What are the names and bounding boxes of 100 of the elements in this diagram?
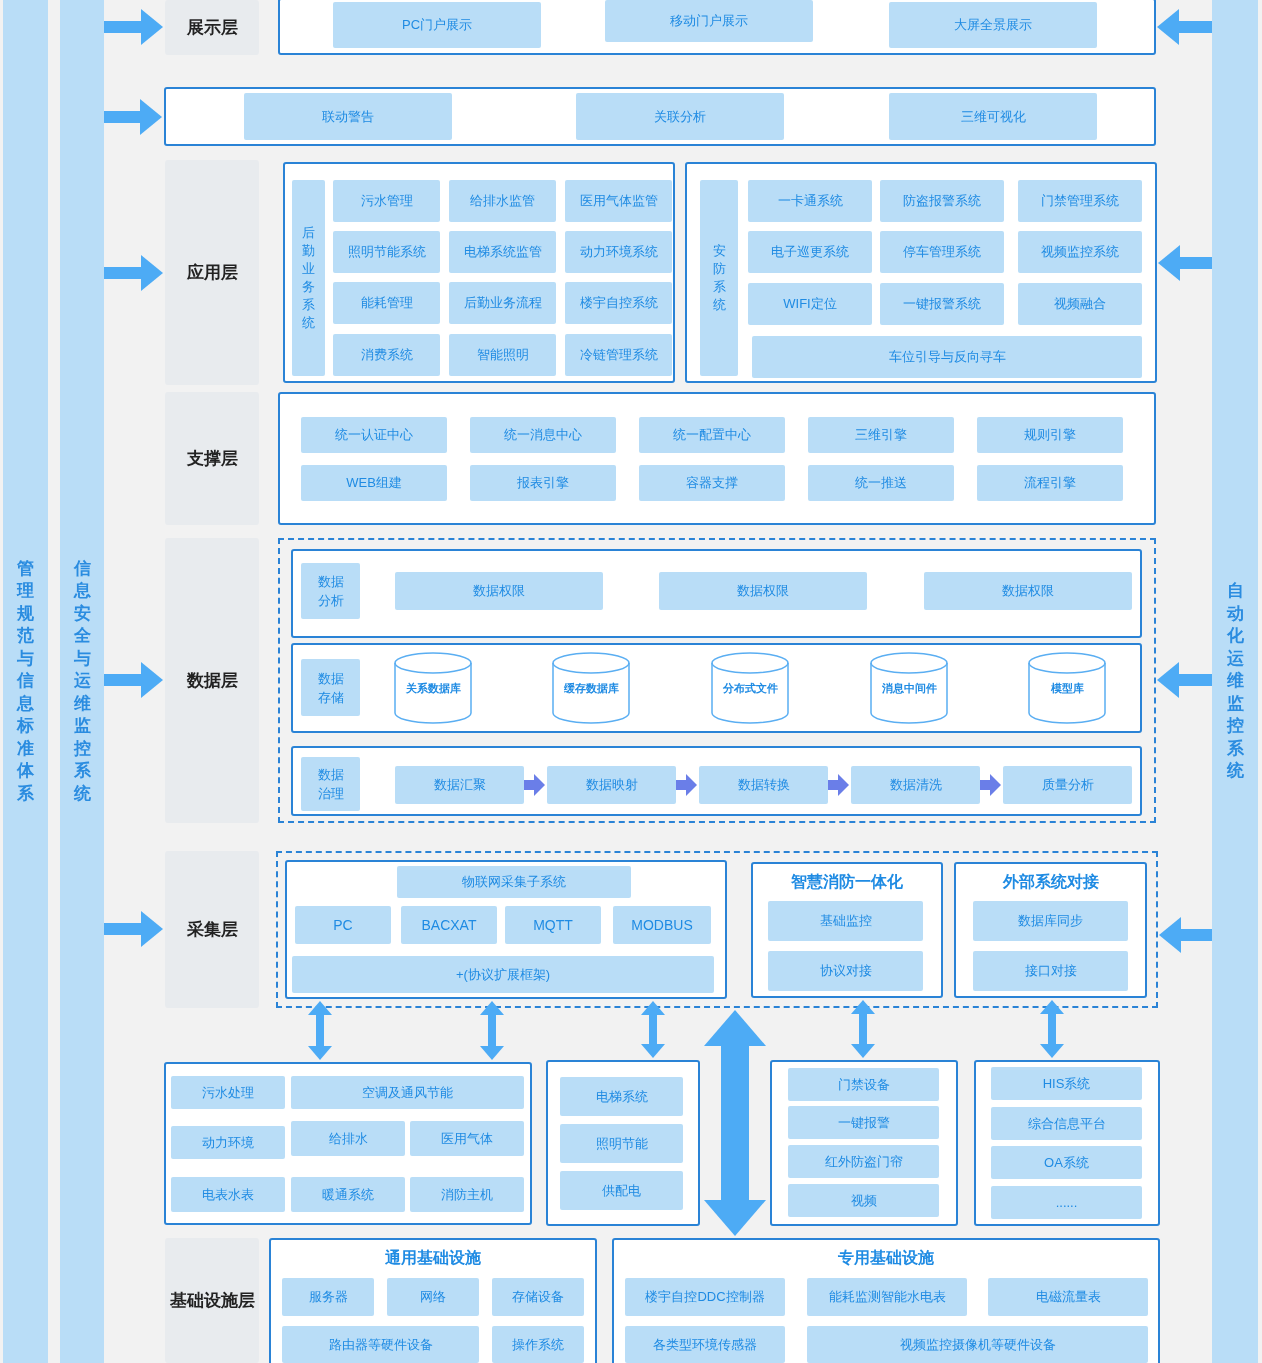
module-box: 污水管理	[333, 180, 440, 222]
module-box: HIS系统	[991, 1067, 1142, 1100]
module-box: 楼宇自控系统	[565, 282, 672, 324]
panel	[974, 1060, 1160, 1226]
module-box: PC门户展示	[333, 2, 541, 48]
layer-label: 采集层	[165, 851, 259, 1008]
panel	[685, 162, 1157, 383]
module-box: 视频监控系统	[1018, 231, 1142, 273]
panel	[954, 862, 1147, 998]
module-box: 质量分析	[1003, 766, 1132, 804]
database-cylinder: 模型库	[1028, 652, 1106, 724]
module-box: 路由器等硬件设备	[282, 1326, 479, 1363]
module-box: 物联网采集子系统	[397, 866, 631, 898]
module-box: 电磁流量表	[988, 1278, 1148, 1316]
arrow	[828, 774, 849, 796]
panel	[269, 1238, 597, 1363]
module-box: 操作系统	[492, 1326, 584, 1363]
module-box: 大屏全景展示	[889, 2, 1097, 48]
module-box: 暖通系统	[291, 1177, 405, 1212]
module-box: 流程引擎	[977, 465, 1123, 501]
panel	[278, 392, 1156, 525]
module-box: 数据映射	[547, 766, 676, 804]
module-box: 各类型环境传感器	[625, 1326, 785, 1363]
arrow	[980, 774, 1001, 796]
database-cylinder: 分布式文件	[711, 652, 789, 724]
module-box: +(协议扩展框架)	[292, 956, 714, 993]
module-box: 联动警告	[244, 93, 452, 140]
module-box: ......	[991, 1186, 1142, 1219]
module-box: 医用气体	[410, 1121, 524, 1156]
module-box: 数据存储	[301, 659, 360, 716]
module-box: 消费系统	[333, 334, 440, 376]
module-box: 综合信息平台	[991, 1107, 1142, 1140]
arrow	[704, 1010, 766, 1236]
module-box: 统一消息中心	[470, 417, 616, 453]
module-box: 规则引擎	[977, 417, 1123, 453]
module-box: WEB组建	[301, 465, 447, 501]
module-box: 医用气体监管	[565, 180, 672, 222]
arrow	[641, 1001, 665, 1058]
layer-label: 数据层	[165, 538, 259, 823]
module-box: PC	[295, 906, 391, 944]
module-box: 动力环境系统	[565, 231, 672, 273]
panel	[291, 643, 1142, 733]
module-box: 防盗报警系统	[880, 180, 1004, 222]
module-box: 消防主机	[410, 1177, 524, 1212]
module-box: 供配电	[560, 1171, 683, 1210]
arrow	[480, 1001, 504, 1060]
module-box: 数据分析	[301, 563, 360, 619]
side-bar: 自动化运维监控系统	[1212, 0, 1258, 1363]
module-box: 红外防盗门帘	[788, 1145, 939, 1178]
arrow	[1157, 662, 1212, 698]
side-bar: 管理规范与信息标准体系	[3, 0, 48, 1363]
module-box: 基础监控	[768, 901, 923, 941]
panel-title: 智慧消防一体化	[790, 872, 904, 892]
module-box: WIFI定位	[748, 283, 872, 325]
dashed-panel	[278, 538, 1156, 823]
panel-title: 外部系统对接	[1001, 872, 1100, 892]
arrow	[1159, 917, 1212, 953]
module-box: 一卡通系统	[748, 180, 872, 222]
module-box: 后勤业务流程	[449, 282, 556, 324]
module-box: 协议对接	[768, 951, 923, 991]
arrow	[104, 9, 163, 45]
module-box: 动力环境	[171, 1126, 285, 1159]
arrow	[1158, 245, 1212, 281]
module-box: 统一认证中心	[301, 417, 447, 453]
module-box: 电梯系统监管	[449, 231, 556, 273]
module-box: 关联分析	[576, 93, 784, 140]
module-box: 智能照明	[449, 334, 556, 376]
panel	[770, 1060, 958, 1226]
module-box: 三维可视化	[889, 93, 1097, 140]
module-box: 统一推送	[808, 465, 954, 501]
arrow	[1040, 1000, 1064, 1058]
panel	[278, 0, 1156, 55]
module-box: 一键报警系统	[880, 283, 1004, 325]
arrow	[676, 774, 697, 796]
module-box: 能耗监测智能水电表	[807, 1278, 967, 1316]
database-cylinder: 消息中间件	[870, 652, 948, 724]
module-box: MODBUS	[613, 906, 711, 944]
module-box: 接口对接	[973, 951, 1128, 991]
arrow	[308, 1001, 332, 1060]
module-box: 停车管理系统	[880, 231, 1004, 273]
arrow	[104, 99, 162, 135]
arrow	[524, 774, 545, 796]
module-box: 视频监控摄像机等硬件设备	[807, 1326, 1148, 1363]
module-box: 统一配置中心	[639, 417, 785, 453]
module-box: 车位引导与反向寻车	[752, 336, 1142, 378]
module-box: 数据汇聚	[395, 766, 524, 804]
module-box: 给排水	[291, 1121, 405, 1156]
panel	[291, 746, 1142, 816]
module-box: 视频	[788, 1184, 939, 1217]
dashed-panel	[276, 851, 1158, 1008]
panel	[291, 549, 1142, 638]
layer-label: 基础设施层	[165, 1238, 259, 1363]
module-box: 照明节能	[560, 1124, 683, 1163]
module-box: 服务器	[282, 1278, 374, 1316]
database-cylinder: 缓存数据库	[552, 652, 630, 724]
module-box: 容器支撑	[639, 465, 785, 501]
module-box: 污水处理	[171, 1076, 285, 1109]
module-box: 数据清洗	[851, 766, 980, 804]
arrow	[851, 1000, 875, 1058]
module-box: 门禁管理系统	[1018, 180, 1142, 222]
